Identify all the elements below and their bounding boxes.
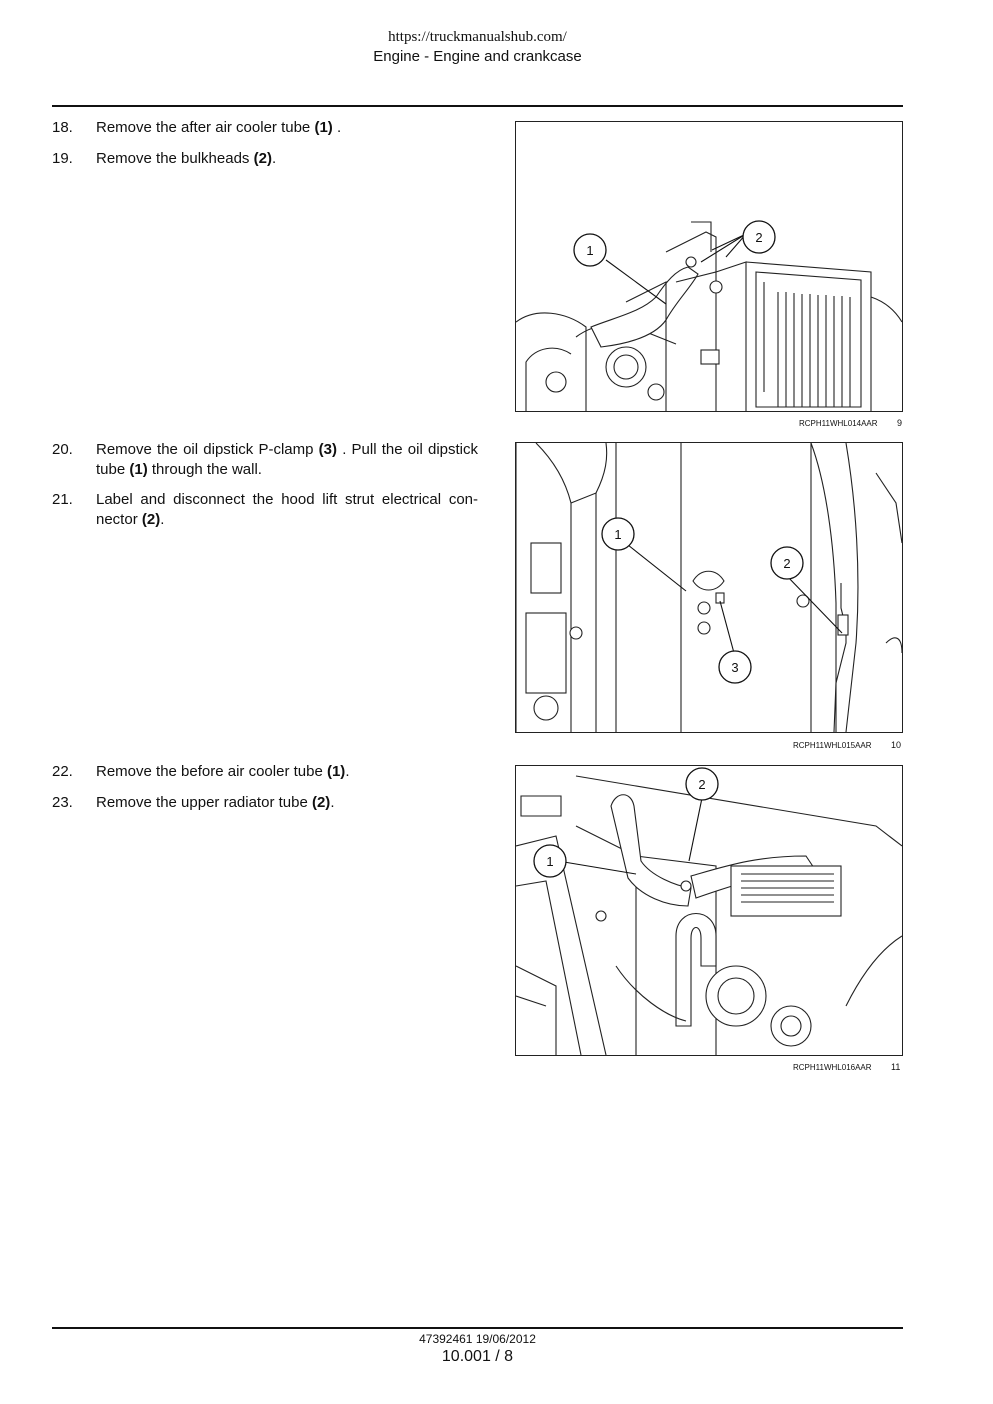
step-text: Label and disconnect the hood lift strut… bbox=[96, 490, 478, 530]
step-text-run: . bbox=[330, 794, 335, 811]
step-22: 22. Remove the before air cooler tube (1… bbox=[52, 762, 478, 782]
step-text-run: through the wall. bbox=[147, 461, 262, 478]
svg-text:1: 1 bbox=[614, 527, 621, 542]
step-text-run: Label and disconnect the hood lift strut… bbox=[96, 491, 478, 528]
step-number: 21. bbox=[52, 491, 73, 508]
callout-reference: (1) bbox=[129, 461, 148, 478]
figure-9-number: 9 bbox=[897, 418, 903, 428]
figure-11-callout-1: 1 bbox=[533, 844, 567, 878]
svg-text:2: 2 bbox=[755, 230, 762, 245]
figure-11-code: RCPH11WHL016AAR bbox=[793, 1063, 872, 1072]
figure-9-illustration: 1 2 bbox=[515, 121, 903, 412]
step-number: 18. bbox=[52, 119, 73, 136]
step-text: Remove the after air cooler tube (1) . bbox=[96, 118, 478, 138]
figure-10-callout-1: 1 bbox=[601, 517, 635, 551]
svg-text:1: 1 bbox=[546, 854, 553, 869]
step-text-run: . bbox=[160, 511, 165, 528]
step-number: 20. bbox=[52, 441, 73, 458]
callout-reference: (1) bbox=[326, 763, 346, 780]
step-text: Remove the before air cooler tube (1). bbox=[96, 762, 478, 782]
figure-9-callout-2: 2 bbox=[742, 220, 776, 254]
figure-10-callout-2: 2 bbox=[770, 546, 804, 580]
step-23: 23. Remove the upper radiator tube (2). bbox=[52, 793, 478, 813]
step-number: 19. bbox=[52, 150, 73, 167]
step-text-run: . bbox=[345, 763, 350, 780]
callout-reference: (3) bbox=[318, 441, 338, 458]
step-text-run: . bbox=[332, 119, 342, 136]
page-number: 10.001 / 8 bbox=[441, 1348, 514, 1365]
figure-11-illustration: 1 2 bbox=[515, 765, 903, 1056]
svg-text:1: 1 bbox=[586, 243, 593, 258]
figure-9-code: RCPH11WHL014AAR bbox=[799, 419, 878, 428]
figure-10-number: 10 bbox=[891, 740, 902, 750]
step-text-run: Remove the upper radiator tube bbox=[96, 794, 312, 811]
step-number: 23. bbox=[52, 794, 73, 811]
section-title: Engine - Engine and crankcase bbox=[373, 48, 582, 65]
step-20: 20. Remove the oil dipstick P-clamp (3) … bbox=[52, 440, 478, 480]
callout-reference: (1) bbox=[314, 119, 333, 136]
header-rule bbox=[52, 105, 903, 107]
step-text: Remove the oil dipstick P-clamp (3) . Pu… bbox=[96, 440, 478, 480]
step-18: 18. Remove the after air cooler tube (1)… bbox=[52, 118, 478, 138]
callout-reference: (2) bbox=[141, 511, 161, 528]
step-text-run: . bbox=[271, 150, 277, 167]
figure-11-number: 11 bbox=[891, 1062, 901, 1072]
figure-10-illustration: 1 2 3 bbox=[515, 442, 903, 733]
step-text-run: Remove the oil dipstick P-clamp bbox=[96, 441, 319, 458]
svg-text:3: 3 bbox=[731, 660, 738, 675]
figure-11-callout-2: 2 bbox=[685, 767, 719, 801]
step-text-run: Remove the before air cooler tube bbox=[96, 763, 327, 780]
figure-10-code: RCPH11WHL015AAR bbox=[793, 741, 872, 750]
footer-rule bbox=[52, 1327, 903, 1329]
step-text: Remove the upper radiator tube (2). bbox=[96, 793, 478, 813]
step-text: Remove the bulkheads (2). bbox=[96, 149, 478, 169]
source-url: https://truckmanualshub.com/ bbox=[388, 29, 567, 45]
step-19: 19. Remove the bulkheads (2). bbox=[52, 149, 478, 169]
step-text-run: Remove the bulkheads bbox=[96, 150, 254, 167]
svg-text:2: 2 bbox=[783, 556, 790, 571]
callout-reference: (2) bbox=[311, 794, 331, 811]
step-21: 21. Label and disconnect the hood lift s… bbox=[52, 490, 478, 530]
step-number: 22. bbox=[52, 763, 73, 780]
figure-9-callout-1: 1 bbox=[573, 233, 607, 267]
document-reference: 47392461 19/06/2012 bbox=[419, 1332, 536, 1346]
step-text-run: Remove the after air cooler tube bbox=[96, 119, 315, 136]
svg-text:2: 2 bbox=[698, 777, 705, 792]
callout-reference: (2) bbox=[253, 150, 272, 167]
figure-10-callout-3: 3 bbox=[718, 650, 752, 684]
step-text-run: . Pull the oil dipstick tube bbox=[96, 441, 478, 478]
